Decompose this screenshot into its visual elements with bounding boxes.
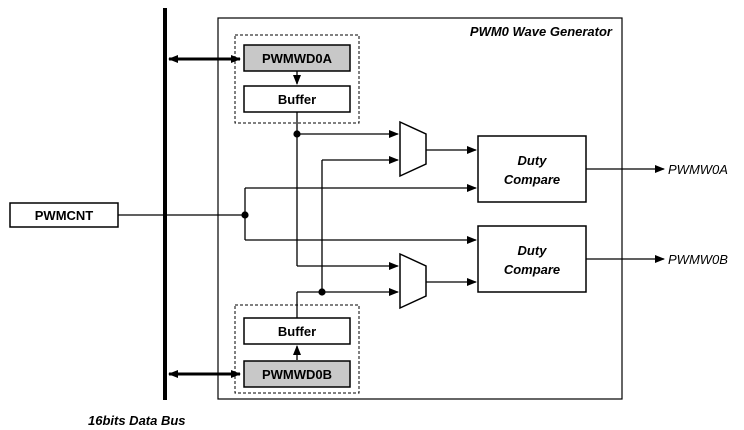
mux-b [399,252,427,310]
bus-label: 16bits Data Bus [88,413,186,428]
reg-group-a [234,34,360,124]
output-a-label: PWMW0A [668,162,728,177]
register-b-label: PWMWD0B [262,367,332,382]
compare-a-line1: Duty [518,153,548,168]
buffer-b-label: Buffer [278,324,316,339]
register-a-label: PWMWD0A [262,51,333,66]
register-b [243,360,351,388]
buffer-b [243,317,351,345]
junction-buffer-a [293,130,301,138]
junction-counter [241,211,249,219]
compare-a-line2: Compare [504,172,560,187]
wave-generator-box [217,17,623,400]
counter-box [9,202,119,228]
buffer-a-label: Buffer [278,92,316,107]
register-a [243,44,351,72]
compare-b-line1: Duty [518,243,548,258]
counter-label: PWMCNT [35,208,94,223]
output-b-label: PWMW0B [668,252,728,267]
compare-b-line2: Compare [504,262,560,277]
generator-title: PWM0 Wave Generator [470,24,613,39]
mux-a [399,120,427,178]
compare-b [477,225,587,293]
buffer-a [243,85,351,113]
compare-a [477,135,587,203]
junction-buffer-b [318,288,326,296]
